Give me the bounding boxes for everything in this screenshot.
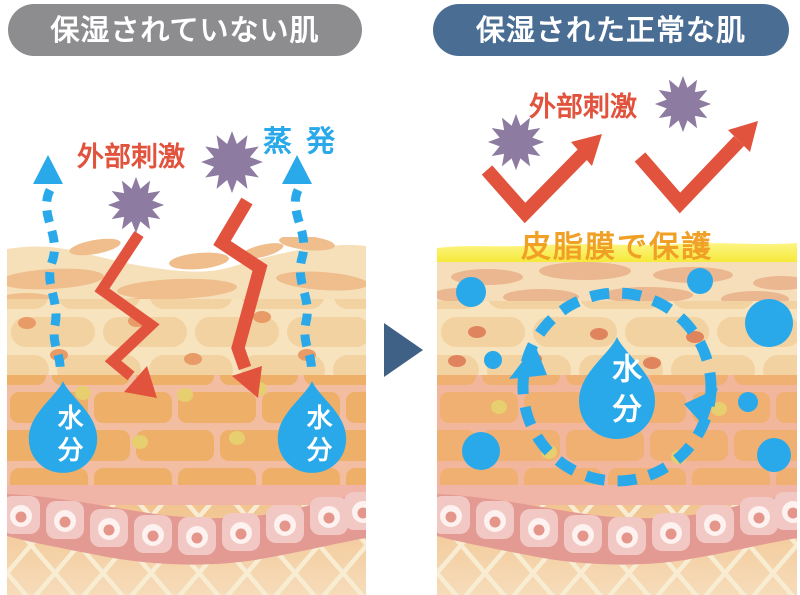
external-stimulus-label-right: 外部刺激	[529, 92, 637, 123]
moisture-drop-label: 水分	[53, 404, 83, 468]
sebum-film-layer	[437, 243, 797, 262]
circulation-arrowhead-icon	[509, 345, 547, 379]
evaporation-arrowhead-icon	[282, 155, 312, 184]
penetration-arrowhead-icon	[232, 366, 262, 398]
deflection-arrowhead-icon	[571, 134, 602, 166]
smooth-corneum-ovals	[437, 262, 797, 307]
irritant-starburst-icon	[201, 131, 263, 193]
irritant-starburst-icon	[107, 176, 165, 234]
evaporation-arrow-icon	[42, 188, 316, 375]
right-skin-illustration	[437, 243, 797, 595]
moisture-drop-label: 水分	[606, 353, 641, 433]
moisture-dot-icons	[456, 268, 793, 472]
moisture-circulation-icon	[509, 287, 718, 487]
evaporation-arrowhead-icon	[33, 155, 63, 184]
evaporation-label: 蒸 発	[263, 124, 338, 158]
external-stimulus-label-left: 外部刺激	[77, 142, 185, 173]
moisture-drop-label: 水分	[302, 404, 332, 468]
transition-arrow-icon	[384, 323, 423, 377]
circulation-arrowhead-icon	[684, 388, 718, 427]
deflection-arrowhead-icon	[728, 121, 758, 152]
right-panel-title: 保湿された正常な肌	[433, 4, 789, 56]
sebum-protection-label: 皮脂膜で保護	[521, 230, 713, 265]
irritant-starburst-icon	[654, 75, 712, 133]
right-skin-layers	[437, 260, 797, 595]
penetration-arrowhead-icon	[124, 366, 157, 398]
deflection-arrow-icon	[481, 136, 745, 224]
left-panel-title: 保湿されていない肌	[8, 4, 362, 56]
lifting-flakes	[69, 237, 335, 270]
penetration-arrow-icon	[94, 197, 268, 381]
left-skin-illustration	[7, 237, 366, 595]
